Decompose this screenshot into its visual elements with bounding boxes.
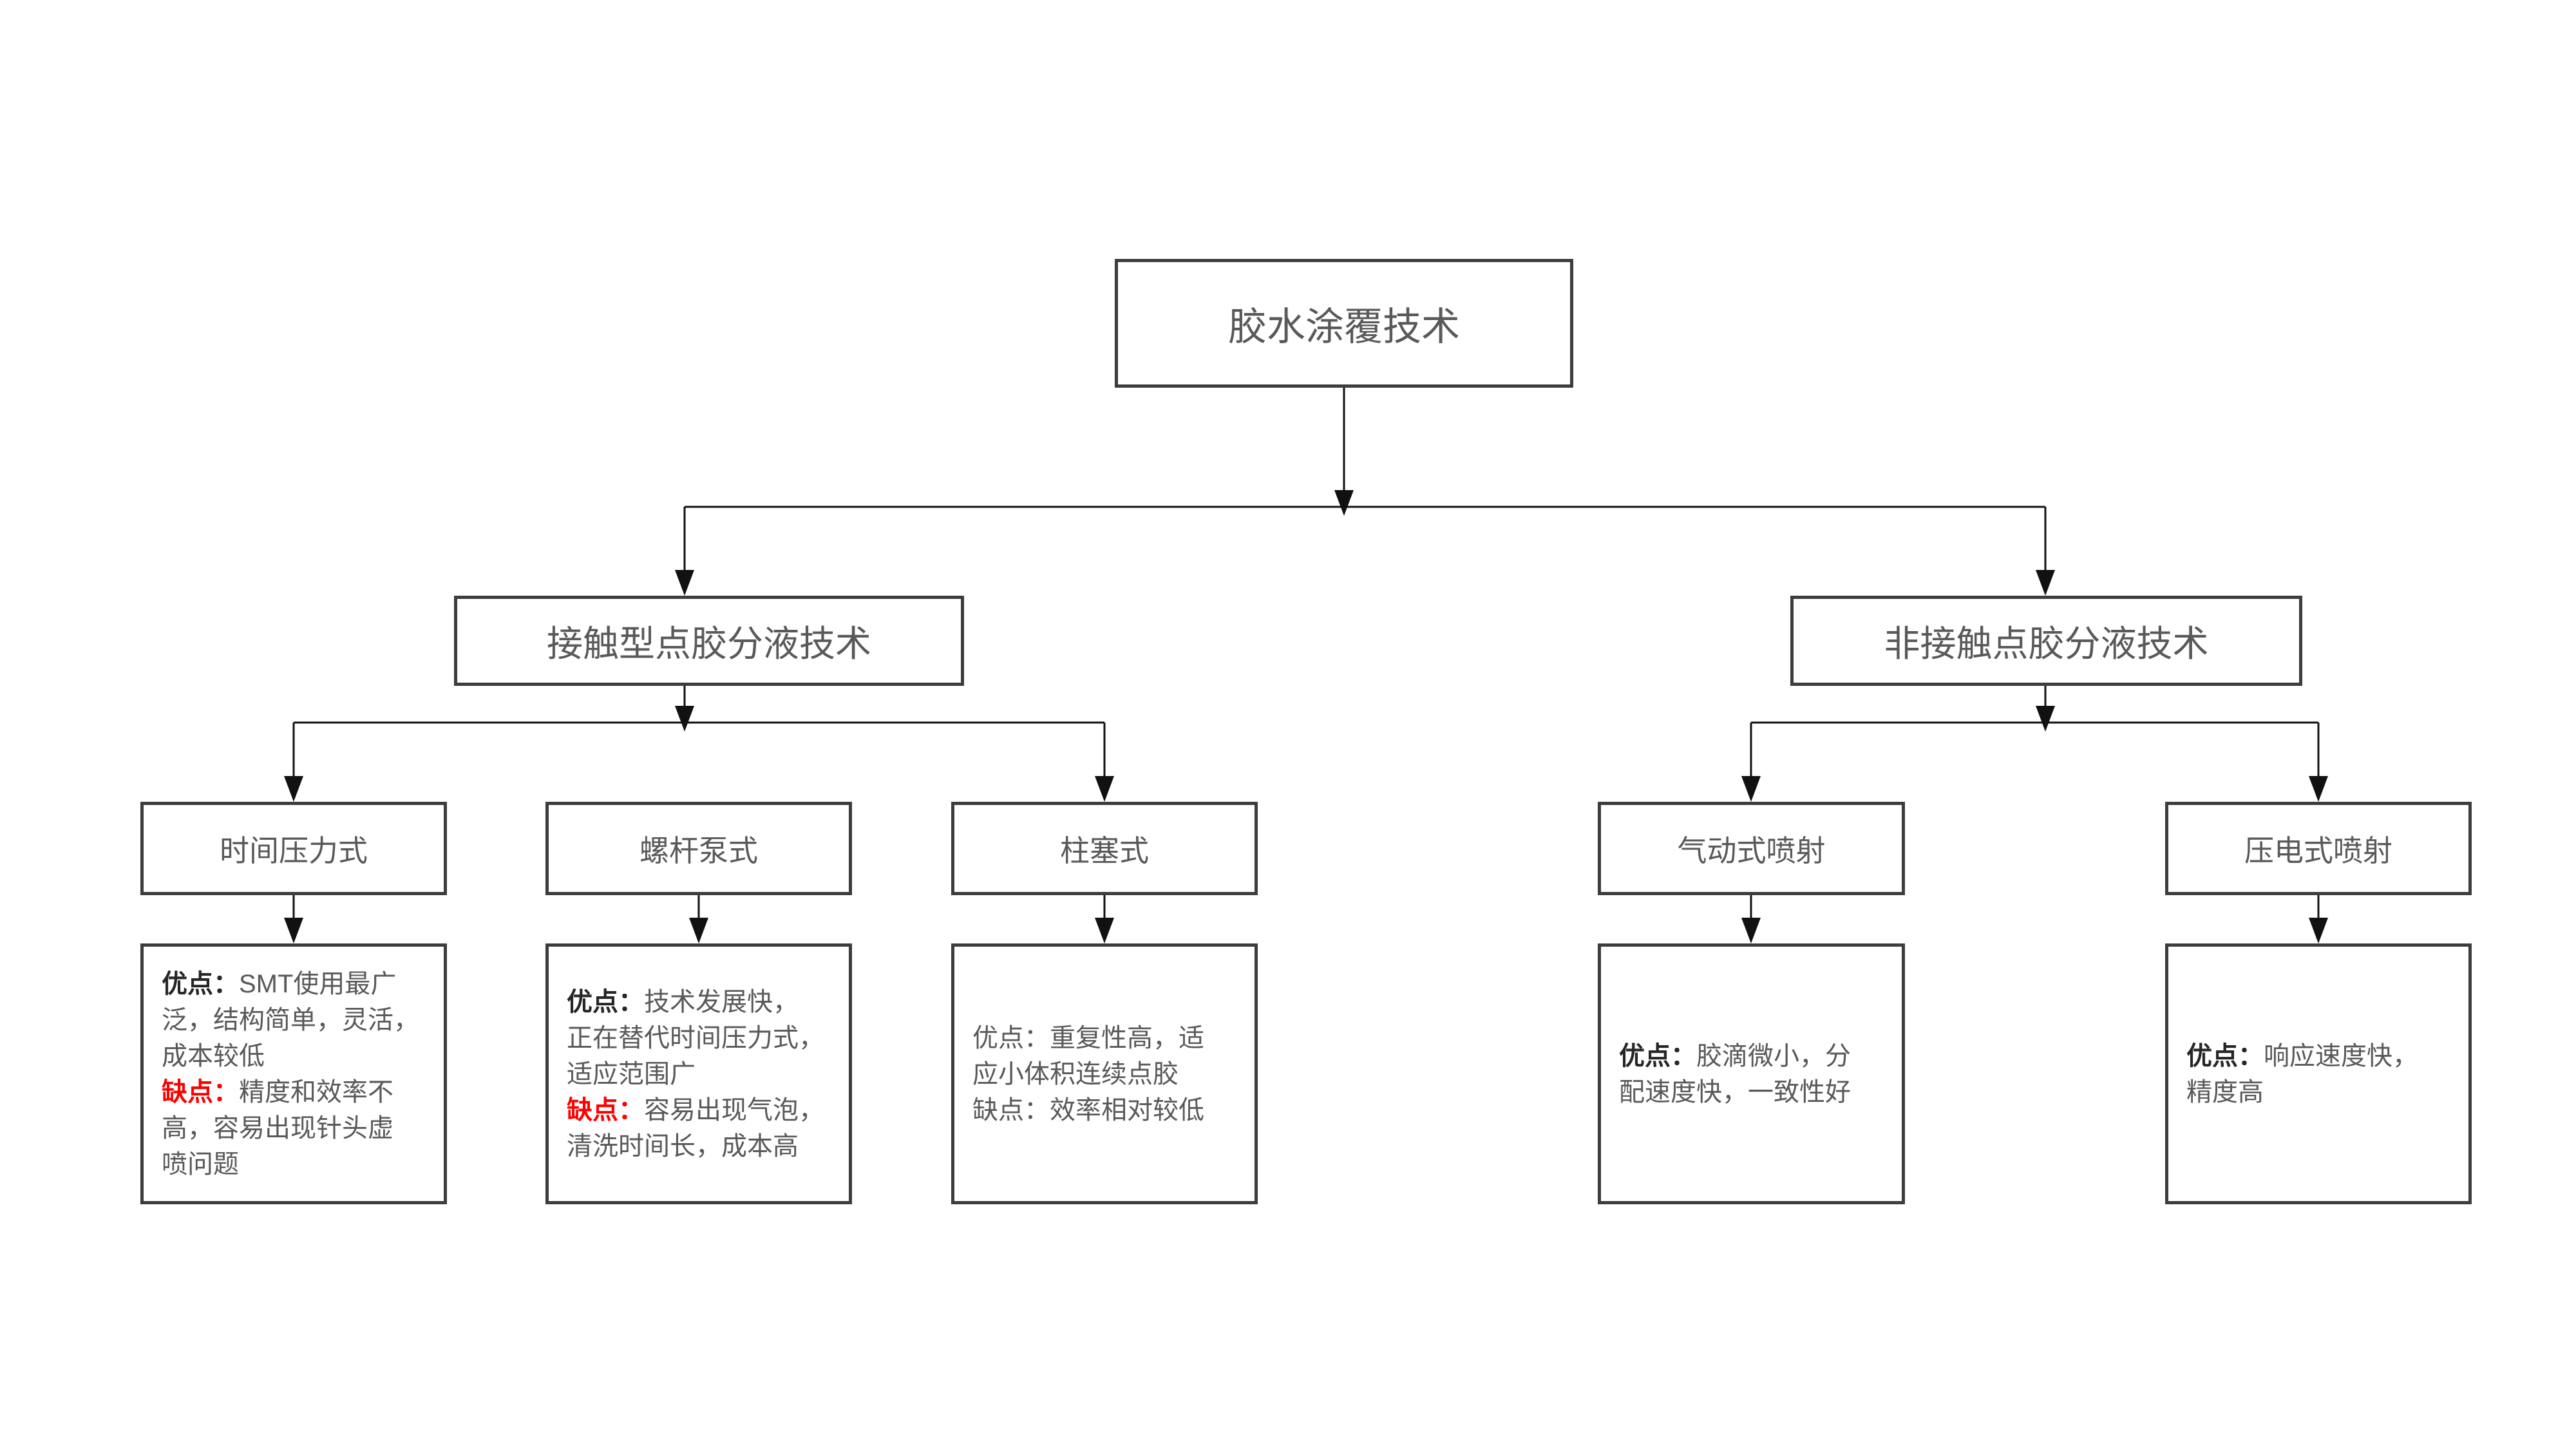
node-contact-dispensing: 接触型点胶分液技术 bbox=[454, 596, 964, 686]
node-time-pressure: 时间压力式 bbox=[140, 802, 447, 895]
node-pneumatic-jet: 气动式喷射 bbox=[1598, 802, 1905, 895]
disadvantage-label: 缺点： bbox=[162, 1077, 239, 1106]
advantage-label: 优点： bbox=[162, 969, 239, 998]
arrowhead-icon bbox=[2309, 776, 2328, 802]
arrowhead-icon bbox=[2036, 570, 2055, 596]
detail-time-pressure-text: 优点：SMT使用最广 泛，结构简单，灵活， 成本较低 缺点：精度和效率不 高，容… bbox=[162, 966, 426, 1182]
advantage-label: 优点： bbox=[1619, 1041, 1696, 1070]
advantage-text: 技术发展快， 正在替代时间压力式， 适应范围广 bbox=[567, 987, 824, 1088]
detail-plunger-text: 优点：重复性高，适 应小体积连续点胶 缺点：效率相对较低 bbox=[972, 1020, 1236, 1128]
advantage-text: 响应速度快， 精度高 bbox=[2186, 1041, 2418, 1106]
detail-screw-pump: 优点：技术发展快， 正在替代时间压力式， 适应范围广 缺点：容易出现气泡， 清洗… bbox=[545, 943, 852, 1204]
node-piezo-jet: 压电式喷射 bbox=[2165, 802, 2472, 895]
node-plunger-label: 柱塞式 bbox=[1060, 833, 1149, 867]
node-contact-dispensing-label: 接触型点胶分液技术 bbox=[547, 623, 871, 664]
node-screw-pump: 螺杆泵式 bbox=[545, 802, 852, 895]
arrowhead-icon bbox=[1095, 918, 1114, 943]
disadvantage-text: 效率相对较低 bbox=[1050, 1095, 1204, 1124]
arrowhead-icon bbox=[675, 570, 694, 596]
advantage-text: 胶滴微小，分 配速度快，一致性好 bbox=[1619, 1041, 1851, 1106]
detail-time-pressure: 优点：SMT使用最广 泛，结构简单，灵活， 成本较低 缺点：精度和效率不 高，容… bbox=[140, 943, 447, 1204]
advantage-label: 优点： bbox=[2186, 1041, 2264, 1070]
detail-screw-pump-text: 优点：技术发展快， 正在替代时间压力式， 适应范围广 缺点：容易出现气泡， 清洗… bbox=[567, 984, 831, 1164]
node-noncontact-dispensing-label: 非接触点胶分液技术 bbox=[1884, 623, 2209, 664]
detail-piezo-jet: 优点：响应速度快， 精度高 bbox=[2165, 943, 2472, 1204]
node-plunger: 柱塞式 bbox=[951, 802, 1258, 895]
arrowhead-icon bbox=[689, 918, 708, 943]
detail-pneumatic-jet-text: 优点：胶滴微小，分 配速度快，一致性好 bbox=[1619, 1038, 1884, 1110]
detail-pneumatic-jet: 优点：胶滴微小，分 配速度快，一致性好 bbox=[1598, 943, 1905, 1204]
advantage-label: 优点： bbox=[972, 1023, 1050, 1052]
arrowhead-icon bbox=[284, 776, 303, 802]
node-screw-pump-label: 螺杆泵式 bbox=[639, 833, 758, 867]
arrowhead-icon bbox=[675, 706, 694, 732]
node-pneumatic-jet-label: 气动式喷射 bbox=[1677, 833, 1826, 867]
advantage-text: 重复性高，适 应小体积连续点胶 bbox=[972, 1023, 1204, 1088]
disadvantage-text: 精度和效率不 高，容易出现针头虚 喷问题 bbox=[162, 1077, 393, 1179]
detail-plunger: 优点：重复性高，适 应小体积连续点胶 缺点：效率相对较低 bbox=[951, 943, 1258, 1204]
arrowhead-icon bbox=[1741, 776, 1761, 802]
arrowhead-icon bbox=[1095, 776, 1114, 802]
node-noncontact-dispensing: 非接触点胶分液技术 bbox=[1790, 596, 2302, 686]
node-time-pressure-label: 时间压力式 bbox=[220, 833, 368, 867]
node-root: 胶水涂覆技术 bbox=[1115, 259, 1573, 388]
arrowhead-icon bbox=[284, 918, 303, 943]
disadvantage-label: 缺点： bbox=[567, 1095, 644, 1124]
advantage-text: SMT使用最广 泛，结构简单，灵活， 成本较低 bbox=[162, 969, 419, 1070]
arrowhead-icon bbox=[1334, 490, 1354, 516]
disadvantage-label: 缺点： bbox=[972, 1095, 1050, 1124]
node-root-label: 胶水涂覆技术 bbox=[1228, 305, 1460, 348]
node-piezo-jet-label: 压电式喷射 bbox=[2244, 833, 2392, 867]
detail-piezo-jet-text: 优点：响应速度快， 精度高 bbox=[2186, 1038, 2450, 1110]
arrowhead-icon bbox=[2309, 918, 2328, 943]
advantage-label: 优点： bbox=[567, 987, 644, 1016]
arrowhead-icon bbox=[1741, 918, 1761, 943]
arrowhead-icon bbox=[2036, 706, 2055, 732]
disadvantage-text: 容易出现气泡， 清洗时间长，成本高 bbox=[567, 1095, 824, 1160]
